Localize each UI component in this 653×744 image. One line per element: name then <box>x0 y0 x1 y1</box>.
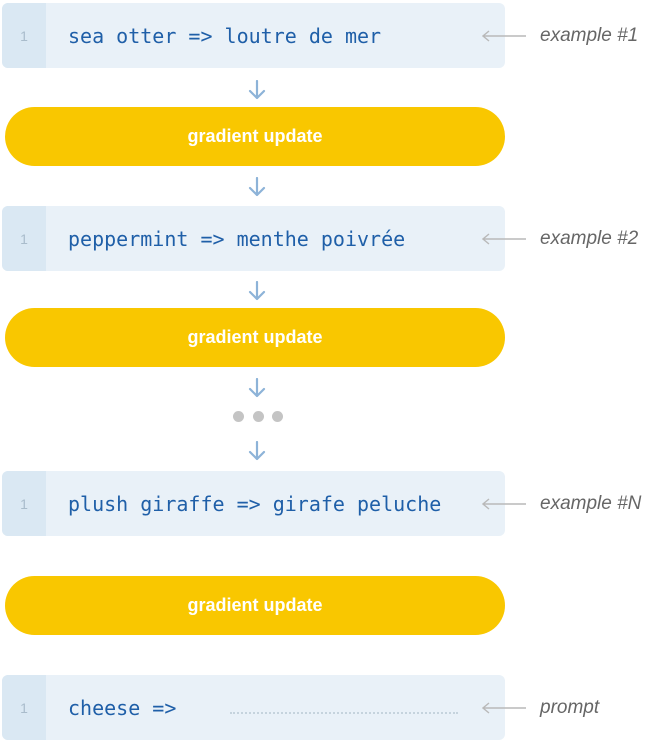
example-1-annotation: example #1 <box>482 3 638 68</box>
gradient-update-1: gradient update <box>5 107 505 166</box>
prompt-label: prompt <box>540 696 600 718</box>
completion-placeholder-line <box>230 712 458 714</box>
example-n-code: plush giraffe => girafe peluche <box>68 491 442 516</box>
down-arrow-icon <box>248 441 266 461</box>
line-gutter: 1 <box>2 675 46 740</box>
dot <box>252 411 264 422</box>
down-arrow-icon <box>248 378 266 398</box>
example-2-annotation: example #2 <box>482 206 638 271</box>
example-n-annotation: example #N <box>482 471 641 536</box>
left-arrow-icon <box>482 232 526 245</box>
line-number: 1 <box>20 699 28 716</box>
example-1-code: sea otter => loutre de mer <box>68 23 382 48</box>
line-gutter: 1 <box>2 471 46 536</box>
prompt-code-block: 1 cheese => <box>2 675 505 740</box>
example-n-label: example #N <box>540 492 642 514</box>
ellipsis-dots <box>233 411 283 423</box>
down-arrow-icon <box>248 177 266 197</box>
down-arrow-icon <box>248 281 266 301</box>
prompt-code: cheese => <box>68 695 177 720</box>
dot <box>233 411 244 422</box>
example-2-label: example #2 <box>540 227 639 249</box>
line-number: 1 <box>20 230 28 247</box>
example-2-code-block: 1 peppermint => menthe poivrée <box>2 206 505 271</box>
example-1-label: example #1 <box>540 24 639 46</box>
left-arrow-icon <box>482 701 526 714</box>
gradient-update-3: gradient update <box>5 576 505 635</box>
line-gutter: 1 <box>2 206 46 271</box>
dot <box>272 411 283 422</box>
line-number: 1 <box>20 495 28 512</box>
line-gutter: 1 <box>2 3 46 68</box>
example-n-code-block: 1 plush giraffe => girafe peluche <box>2 471 505 536</box>
prompt-annotation: prompt <box>482 675 599 740</box>
left-arrow-icon <box>482 29 526 42</box>
example-2-code: peppermint => menthe poivrée <box>68 226 406 251</box>
line-number: 1 <box>20 27 28 44</box>
left-arrow-icon <box>482 497 526 510</box>
down-arrow-icon <box>248 80 266 100</box>
example-1-code-block: 1 sea otter => loutre de mer <box>2 3 505 68</box>
gradient-update-2: gradient update <box>5 308 505 367</box>
